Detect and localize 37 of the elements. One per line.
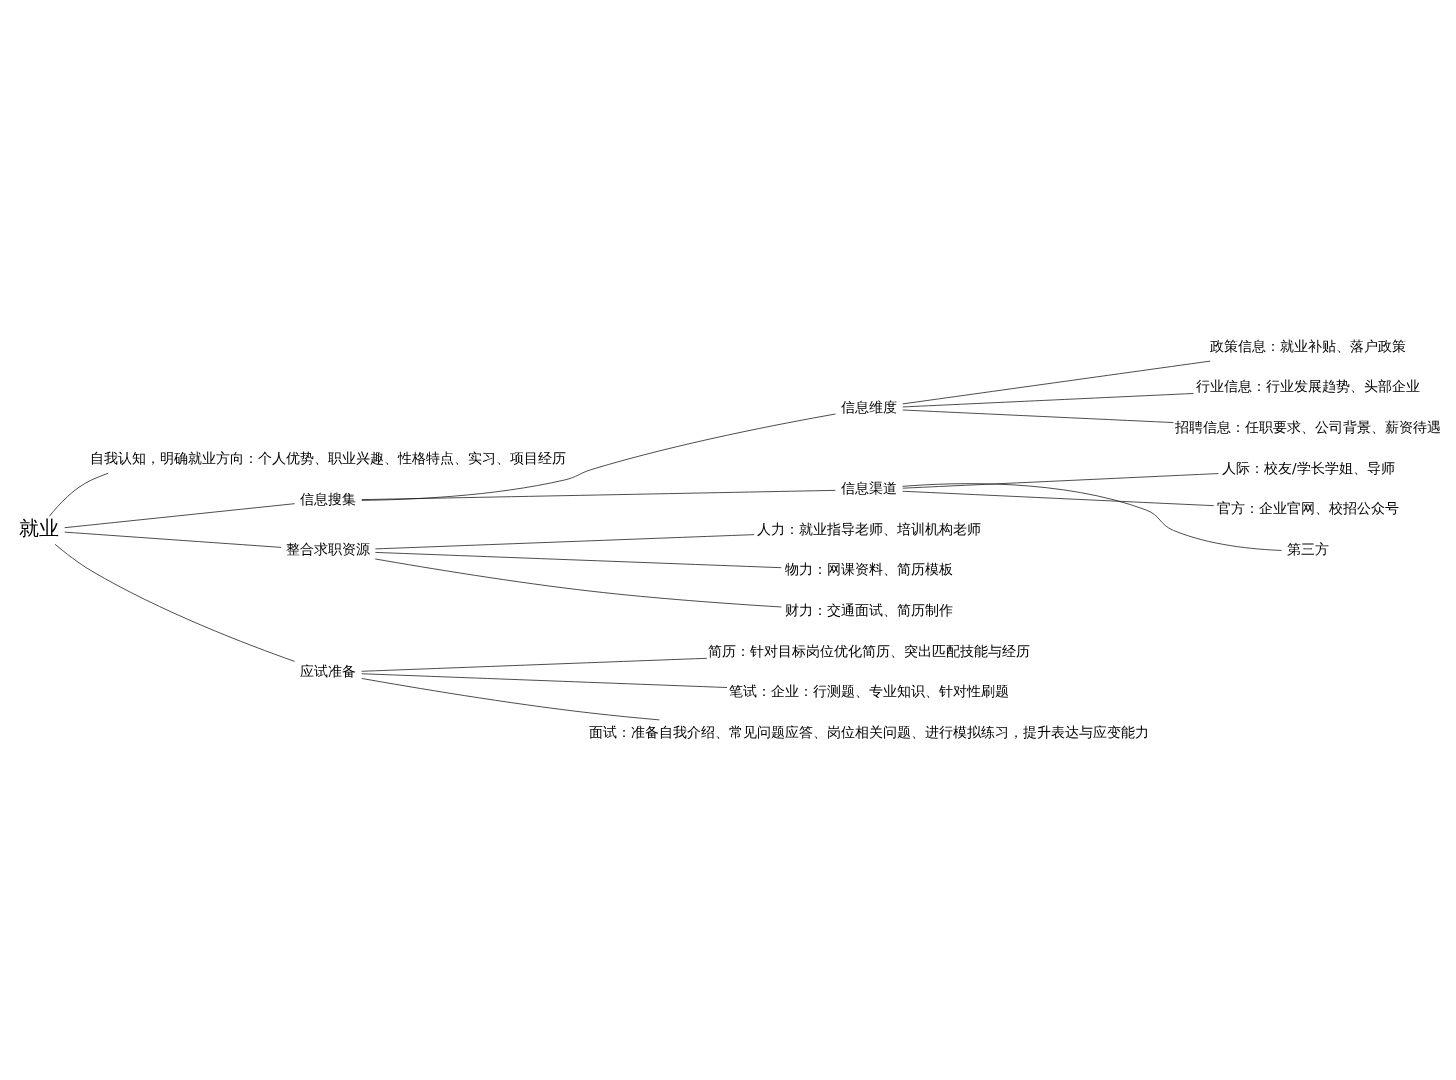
node-text: 简历：针对目标岗位优化简历、突出匹配技能与经历 [708, 642, 1031, 659]
connector [902, 360, 1211, 404]
node-text: 财力：交通面试、简历制作 [785, 601, 954, 618]
node-text: 第三方 [1287, 540, 1330, 557]
node-text: 整合求职资源 [286, 540, 371, 557]
node-text: 信息渠道 [841, 479, 898, 496]
node-text: 招聘信息：任职要求、公司背景、薪资待遇 [1175, 418, 1442, 435]
connector [375, 533, 755, 549]
connector [361, 657, 708, 672]
node-text: 笔试：企业：行测题、专业知识、针对性刷题 [729, 682, 1010, 699]
connector [902, 392, 1194, 407]
connector [361, 672, 728, 688]
node-text: 物力：网课资料、简历模板 [785, 560, 954, 577]
connector [902, 409, 1174, 423]
connector [64, 531, 282, 548]
connector [54, 543, 295, 662]
node-text: 政策信息：就业补贴、落户政策 [1210, 337, 1407, 354]
connector [375, 551, 782, 568]
connector [902, 490, 1215, 506]
node-text: 信息搜集 [300, 490, 357, 507]
connector [374, 558, 782, 607]
node-text: 人际：校友/学长学姐、导师 [1222, 459, 1395, 476]
connector [902, 472, 1219, 489]
node-text: 信息维度 [841, 398, 898, 415]
connector [902, 482, 1282, 551]
node-text: 人力：就业指导老师、培训机构老师 [757, 520, 982, 537]
node-text: 面试：准备自我介绍、常见问题应答、岗位相关问题、进行模拟练习，提升表达与应变能力 [589, 723, 1150, 740]
connector [361, 677, 660, 720]
node-text: 自我认知，明确就业方向：个人优势、职业兴趣、性格特点、实习、项目经历 [90, 449, 567, 466]
connector [64, 502, 296, 528]
connector [361, 489, 836, 500]
node-text: 就业 [18, 516, 59, 540]
node-text: 官方：企业官网、校招公众号 [1217, 499, 1400, 516]
connector [361, 413, 836, 501]
node-text: 行业信息：行业发展趋势、头部企业 [1196, 377, 1421, 394]
node-text: 应试准备 [300, 662, 357, 679]
connector [49, 472, 109, 517]
